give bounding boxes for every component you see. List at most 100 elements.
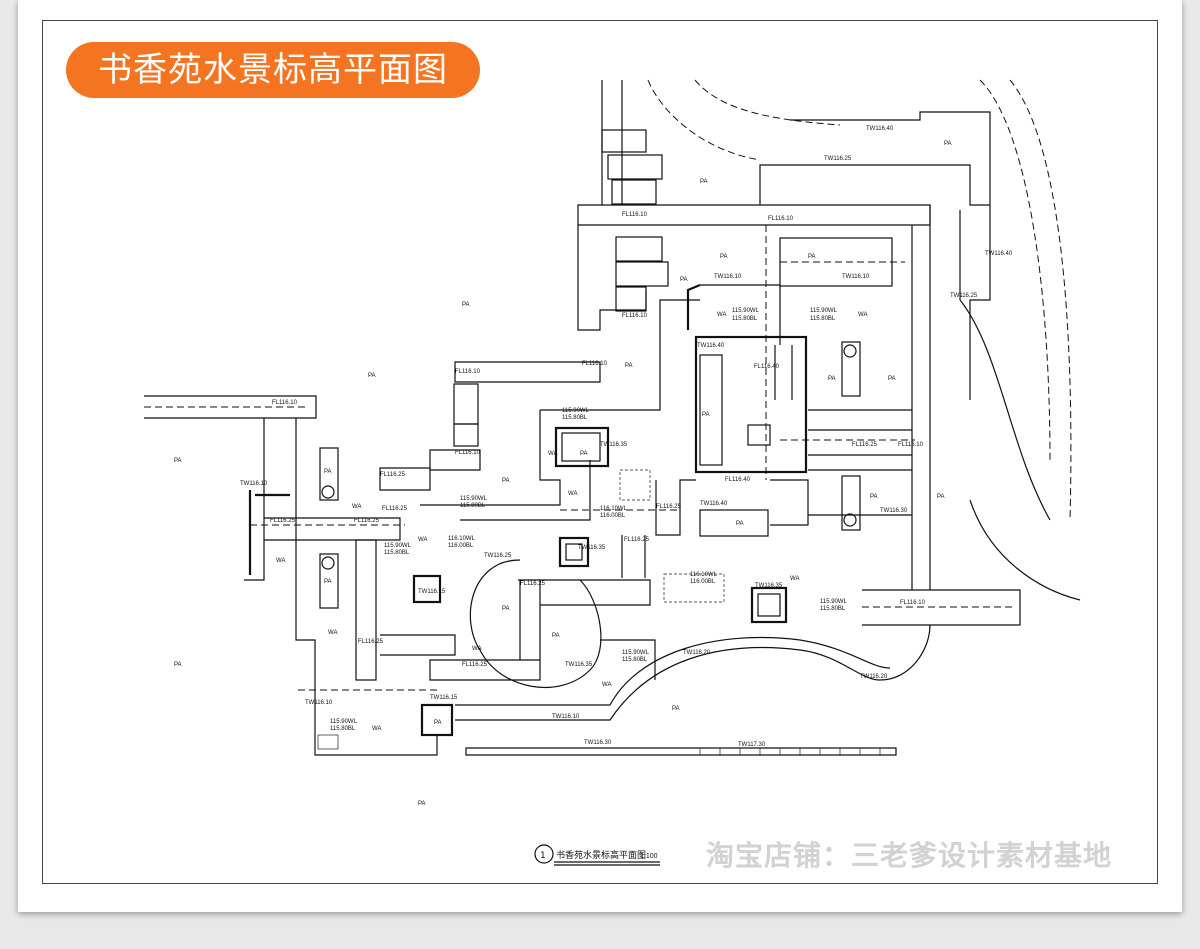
label-tw-35c: TW116.35 [755, 583, 783, 589]
drawing-frame [42, 20, 1158, 884]
label-fl-a: FL116.10 [622, 212, 648, 218]
central-lower-right [770, 479, 809, 526]
step-6 [615, 286, 647, 312]
zone-pa: PA [870, 494, 878, 500]
central-basin [694, 335, 808, 474]
bottom-wall [465, 747, 897, 756]
label-tw-116-40c: TW116.40 [700, 501, 728, 507]
zone-wa: WA [372, 726, 381, 732]
central-stair [655, 479, 696, 536]
label-wl-7: 116.10WL [600, 506, 628, 512]
left-pavilion-top [319, 447, 339, 501]
label-tw-mid: TW116.10 [714, 274, 742, 280]
zone-pa: PA [625, 363, 633, 369]
step-5 [615, 261, 669, 287]
label-fl-25d: FL116.25 [382, 506, 408, 512]
central-channel [774, 345, 793, 400]
left-basin-outline [295, 418, 438, 756]
step-2 [607, 154, 663, 180]
label-fl-c: FL116.10 [622, 313, 648, 319]
label-fl-10g: FL116.10 [900, 600, 926, 606]
label-bl-8: 115.80BL [820, 606, 846, 612]
left-pavilion-top-circle [321, 485, 335, 499]
zone-pa: PA [174, 662, 182, 668]
basin-wl-1 [554, 426, 610, 468]
zone-pa: PA [368, 373, 376, 379]
basin-small-4 [750, 586, 788, 624]
lower-basin-edge [600, 639, 656, 680]
label-fl-25a: FL116.25 [380, 472, 406, 478]
right-walk-lines [808, 409, 912, 471]
caption-underline [554, 861, 660, 866]
lower-curved-wall-inner [455, 636, 891, 706]
label-tw-35b: TW116.35 [578, 545, 606, 551]
label-tw-117-30: TW117.30 [738, 742, 766, 748]
label-bl-6: 116.00BL [448, 543, 474, 549]
zone-wa: WA [548, 451, 557, 457]
grate-1 [619, 469, 651, 501]
step-left-3 [429, 449, 481, 471]
label-bl-3: 115.80BL [384, 550, 410, 556]
label-tw-left: TW116.10 [240, 481, 268, 487]
central-drain [747, 424, 771, 446]
zone-pa: PA [937, 494, 945, 500]
label-tw-mid-r: TW116.10 [842, 274, 870, 280]
label-bl-7: 116.00BL [600, 513, 626, 519]
zone-pa: PA [502, 478, 510, 484]
label-bl-2: 115.80BL [810, 316, 836, 322]
caption-scale: 1:100 [640, 853, 658, 860]
zone-pa: PA [580, 451, 588, 457]
left-lower-walk [380, 634, 456, 656]
right-edge-curve-2 [969, 499, 1081, 601]
label-wl-1: 115.90WL [732, 308, 760, 314]
zone-pa: PA [702, 412, 710, 418]
label-tw-116-40: TW116.40 [866, 126, 894, 132]
step-3 [611, 179, 657, 205]
label-fl-b: FL116.10 [768, 216, 794, 222]
zone-wa: WA [790, 576, 799, 582]
label-fl-d: FL116.10 [582, 361, 608, 367]
connector-1 [700, 284, 781, 345]
grid-drain [317, 734, 339, 750]
label-bl-11: 115.80BL [330, 726, 356, 732]
left-column-line [244, 418, 265, 581]
far-left-walkway [144, 395, 317, 419]
label-fl-25j: FL116.25 [358, 639, 384, 645]
zone-pa: PA [736, 521, 744, 527]
zone-pa: PA [502, 606, 510, 612]
pavilion-bottom [841, 475, 861, 531]
caption-number-circle [534, 844, 554, 864]
zone-wa: WA [328, 630, 337, 636]
label-tw-right-2: TW116.25 [950, 293, 978, 299]
zone-wa: WA [717, 312, 726, 318]
lower-curved-wall [455, 624, 931, 721]
label-tw-116-25: TW116.25 [824, 156, 852, 162]
basin-wl-1-inner [561, 432, 601, 462]
pond-walk [518, 579, 651, 606]
bottom-wall-ticks [699, 748, 881, 755]
label-fl-116-40: FL116.40 [754, 364, 780, 370]
label-fl-25i: FL116.25 [520, 581, 546, 587]
zone-pa: PA [418, 801, 426, 807]
label-wl-8: 115.90WL [820, 599, 848, 605]
zone-pa: PA [944, 141, 952, 147]
label-tw-right: TW116.40 [985, 251, 1013, 257]
basin-small-3 [420, 703, 454, 737]
zone-pa: PA [552, 633, 560, 639]
label-fl-25k: FL116.25 [462, 662, 488, 668]
dashed-edge-3 [979, 79, 1051, 461]
label-fl-25e: FL116.25 [656, 504, 682, 510]
right-edge-curve [959, 299, 1051, 521]
label-bl-4: 115.80BL [562, 415, 588, 421]
basin-small-1-inner [565, 543, 583, 561]
water-edge-1 [686, 283, 701, 330]
basin-small-2 [412, 574, 442, 604]
central-pool-pa [699, 354, 723, 466]
label-wl-2: 115.90WL [810, 308, 838, 314]
step-left-1 [453, 383, 479, 425]
left-lower-walk-2 [429, 659, 541, 681]
dashed-edge-4 [1009, 79, 1072, 521]
grate-2 [663, 573, 725, 603]
left-pavilion-bottom-circle [321, 556, 335, 570]
right-column [911, 205, 931, 590]
